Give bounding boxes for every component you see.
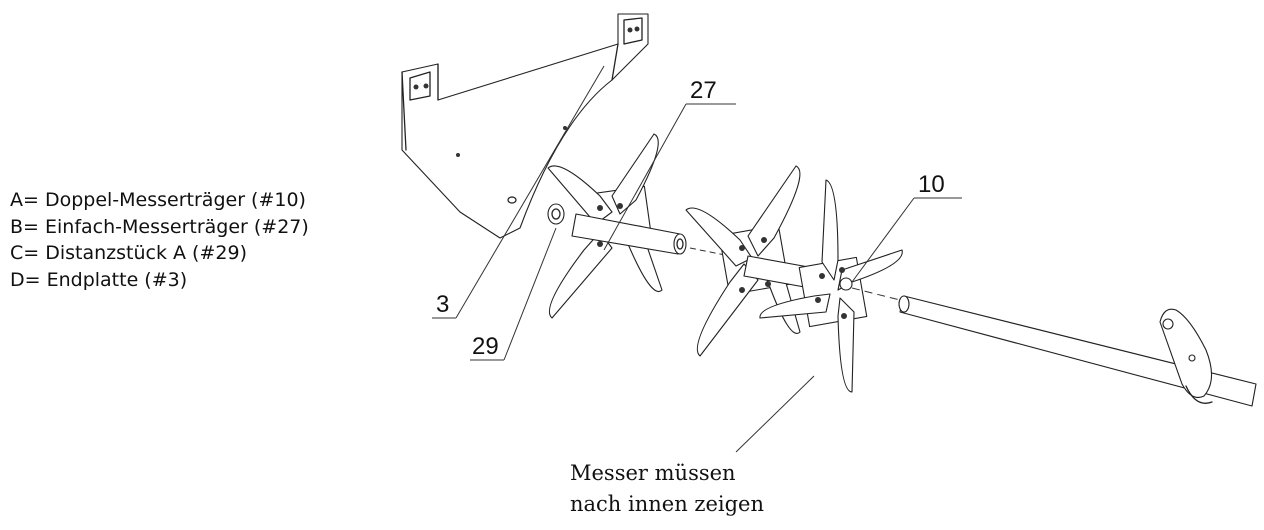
callout-3: 3 xyxy=(436,291,449,318)
double-knife-carrier xyxy=(685,165,903,393)
callout-27: 27 xyxy=(690,77,717,104)
parts-legend: A= Doppel-Messerträger (#10) B= Einfach-… xyxy=(10,187,309,293)
callout-29: 29 xyxy=(472,333,499,360)
note-line-2: nach innen zeigen xyxy=(570,492,765,516)
shaft-tube xyxy=(571,213,761,263)
axle xyxy=(851,287,1257,407)
callout-10: 10 xyxy=(918,171,945,198)
end-plate xyxy=(401,13,649,239)
callout-leaders xyxy=(432,65,962,453)
orientation-note: Messer müssen nach innen zeigen xyxy=(570,458,764,520)
legend-item-c: C= Distanzstück A (#29) xyxy=(10,242,247,264)
legend-item-a: A= Doppel-Messerträger (#10) xyxy=(10,189,306,211)
note-line-1: Messer müssen xyxy=(570,461,736,485)
legend-item-b: B= Einfach-Messerträger (#27) xyxy=(10,215,309,238)
spacer-29 xyxy=(547,203,565,225)
legend-item-d: D= Endplatte (#3) xyxy=(10,268,188,291)
